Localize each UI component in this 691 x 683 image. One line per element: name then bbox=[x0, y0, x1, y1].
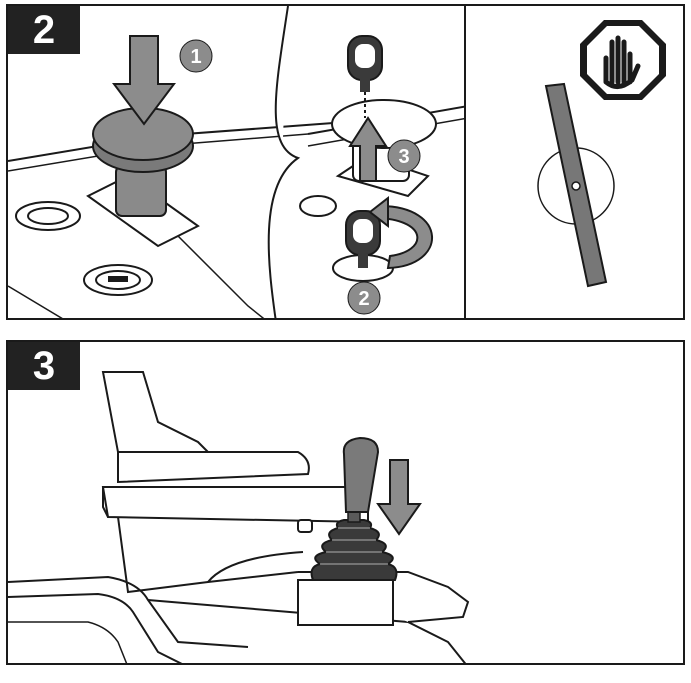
step-number-badge: 2 bbox=[8, 6, 80, 54]
callout-3: 3 bbox=[387, 139, 421, 173]
key-icon bbox=[347, 35, 383, 118]
key-inserted-icon bbox=[345, 210, 381, 268]
key-switch-illustration: 1 bbox=[8, 6, 466, 318]
lever-boot bbox=[310, 519, 398, 581]
step-2-panel-right bbox=[464, 4, 685, 320]
callout-1: 1 bbox=[179, 39, 213, 73]
step-3-panel: 3 bbox=[6, 340, 685, 665]
stop-hand-icon bbox=[580, 20, 666, 100]
blade-stop-illustration bbox=[537, 20, 666, 288]
step-number-badge: 3 bbox=[8, 342, 80, 390]
control-lever bbox=[342, 436, 380, 513]
svg-text:1: 1 bbox=[190, 46, 201, 68]
step-2-panel-left: 2 1 bbox=[6, 4, 468, 320]
callout-2: 2 bbox=[347, 281, 381, 315]
pull-up-arrow-icon bbox=[348, 116, 388, 182]
lever-illustration bbox=[8, 371, 470, 663]
press-down-arrow-icon bbox=[112, 35, 176, 126]
lever-down-arrow-icon bbox=[376, 459, 422, 536]
mower-blade-icon bbox=[544, 82, 608, 288]
rotate-arrow-icon bbox=[368, 195, 433, 270]
svg-text:3: 3 bbox=[398, 146, 409, 168]
svg-text:2: 2 bbox=[358, 288, 369, 310]
